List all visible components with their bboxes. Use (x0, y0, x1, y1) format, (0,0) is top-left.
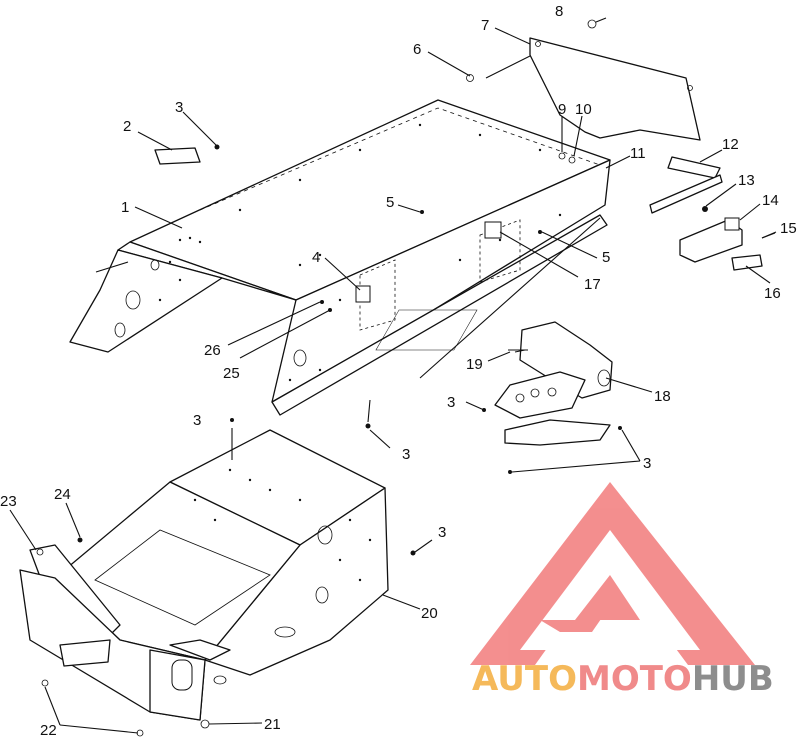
callout-25: 25 (223, 365, 240, 382)
decal-16 (731, 254, 763, 271)
callout-17: 17 (584, 276, 601, 293)
callout-3b: 3 (193, 412, 201, 429)
callout-1: 1 (121, 199, 129, 216)
callout-7: 7 (481, 17, 489, 34)
callout-3c: 3 (402, 446, 410, 463)
bulkhead-frame (19, 429, 389, 721)
callout-labels: 1 2 3 4 5 5 6 7 8 9 10 11 12 13 14 15 16… (0, 3, 797, 739)
watermark-logo (470, 482, 755, 665)
callout-2: 2 (123, 118, 131, 135)
callout-9: 9 (558, 101, 566, 118)
callout-5b: 5 (602, 249, 610, 266)
callout-26: 26 (204, 342, 221, 359)
callout-12: 12 (722, 136, 739, 153)
callout-15: 15 (780, 220, 797, 237)
callout-22: 22 (40, 722, 57, 739)
callout-8: 8 (555, 3, 563, 20)
callout-24: 24 (54, 486, 71, 503)
callout-18: 18 (654, 388, 671, 405)
callout-14: 14 (762, 192, 779, 209)
callout-4: 4 (312, 249, 320, 266)
callout-19: 19 (466, 356, 483, 373)
rivet-dots (158, 123, 562, 382)
callout-21: 21 (264, 716, 281, 733)
callout-23: 23 (0, 493, 17, 510)
hardware-fasteners (36, 74, 776, 737)
snow-flap (529, 37, 701, 141)
callout-16: 16 (764, 285, 781, 302)
watermark-auto: AUTO (472, 659, 577, 699)
bolt-8 (587, 17, 607, 29)
callout-11: 11 (630, 145, 646, 162)
watermark-hub: HUB (692, 659, 774, 699)
callout-3d: 3 (447, 394, 455, 411)
rear-bumper-bar (649, 156, 723, 214)
callout-13: 13 (738, 172, 755, 189)
mount-bracket-18 (494, 321, 613, 446)
callout-5: 5 (386, 194, 394, 211)
callout-3f: 3 (643, 455, 651, 472)
leader-lines (9, 27, 777, 734)
callout-20: 20 (421, 605, 438, 622)
callout-3: 3 (175, 99, 183, 116)
vent-holes (375, 309, 478, 351)
watermark-moto: MOTO (577, 659, 692, 699)
tunnel-assembly (69, 99, 611, 416)
callout-3e: 3 (438, 524, 446, 541)
bulkhead-rivets (193, 468, 372, 582)
callout-6: 6 (413, 41, 421, 58)
hitch-bracket (679, 217, 743, 263)
callout-10: 10 (575, 101, 592, 118)
watermark-text: AUTOMOTOHUB (472, 659, 774, 699)
